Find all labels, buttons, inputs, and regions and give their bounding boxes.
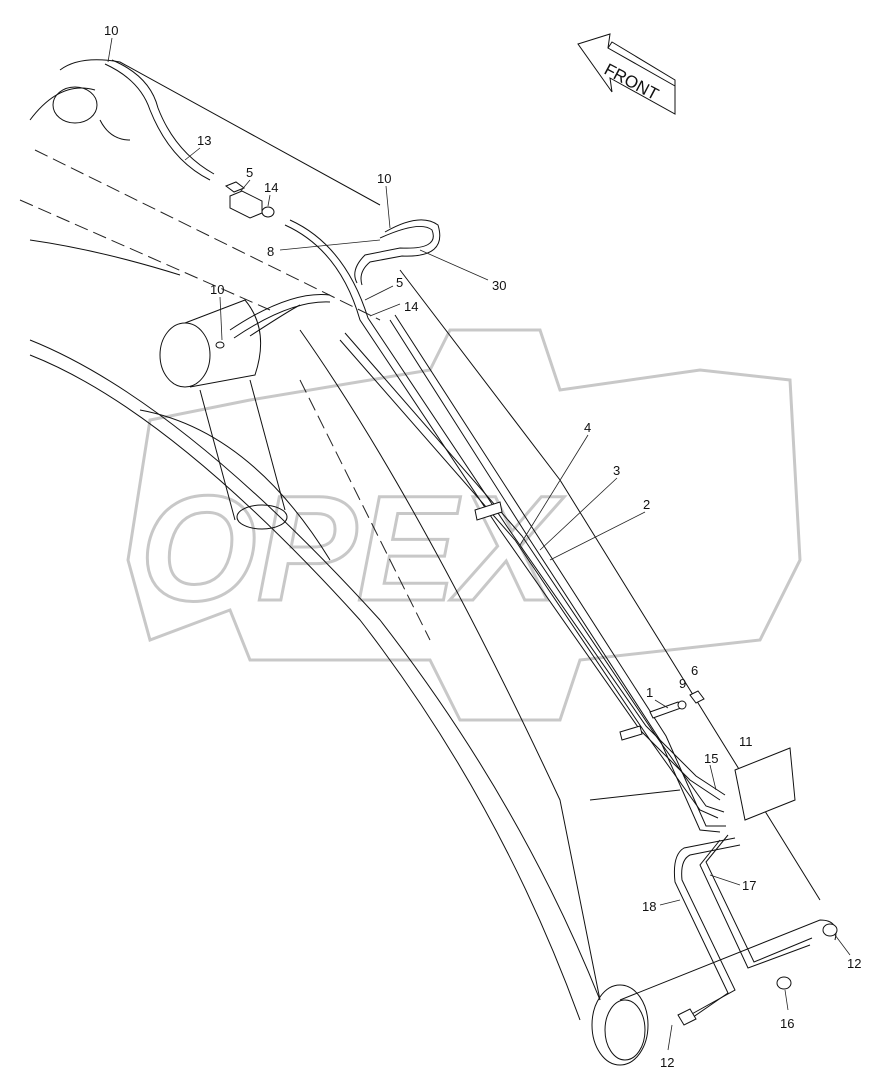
callout-10: 10 (377, 171, 391, 186)
callout-13: 13 (197, 133, 211, 148)
callout-10: 10 (104, 23, 118, 38)
callout-12: 12 (660, 1055, 674, 1070)
callout-15: 15 (704, 751, 718, 766)
callout-4: 4 (584, 420, 591, 435)
callout-9: 9 (679, 676, 686, 691)
callout-5: 5 (246, 165, 253, 180)
callout-30: 30 (492, 278, 506, 293)
callout-14: 14 (404, 299, 418, 314)
opex-watermark: OPEX (126, 328, 802, 722)
watermark-text: OPEX (140, 464, 565, 632)
hoses (104, 59, 838, 1026)
callout-1: 1 (646, 685, 653, 700)
callout-17: 17 (742, 878, 756, 893)
callout-11: 11 (739, 734, 753, 749)
callout-18: 18 (642, 899, 656, 914)
callout-12: 12 (847, 956, 861, 971)
callout-3: 3 (613, 463, 620, 478)
callout-16: 16 (780, 1016, 794, 1031)
callout-5: 5 (396, 275, 403, 290)
front-arrow: FRONT (577, 33, 676, 115)
callouts: 10 13 5 14 10 8 30 5 14 10 4 3 2 6 9 1 1… (104, 23, 861, 1070)
callout-14: 14 (264, 180, 278, 195)
callout-6: 6 (691, 663, 698, 678)
callout-2: 2 (643, 497, 650, 512)
callout-8: 8 (267, 244, 274, 259)
leader-lines (107, 37, 851, 1051)
boom-cylinder (159, 299, 288, 530)
callout-10: 10 (210, 282, 224, 297)
